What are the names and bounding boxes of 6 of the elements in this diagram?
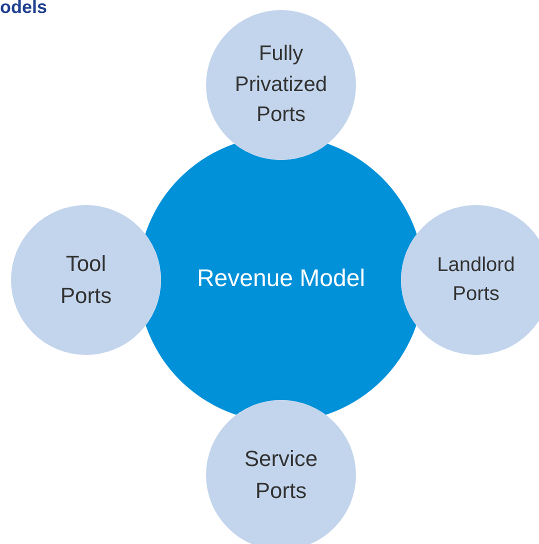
circle-label: Fully Privatized Ports — [234, 41, 328, 128]
circle-label: Tool Ports — [59, 250, 113, 310]
circle-label: Landlord Ports — [436, 253, 516, 307]
heading: odels — [0, 0, 48, 18]
circle-label: Service Ports — [243, 445, 319, 505]
circle-label: Revenue Model — [196, 264, 366, 294]
